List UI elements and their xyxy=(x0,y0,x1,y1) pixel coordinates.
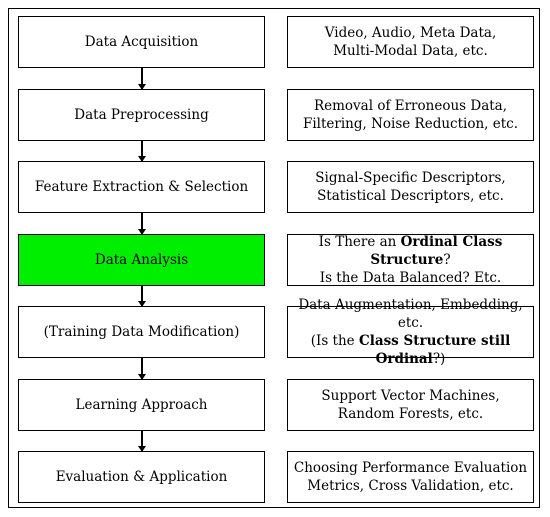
step-label: Data Analysis xyxy=(94,252,189,268)
description-text: Metrics, Cross Validation, etc. xyxy=(307,478,514,494)
description-text: Signal-Specific Descriptors, xyxy=(315,170,506,186)
description-box-3: Signal-Specific Descriptors, Statistical … xyxy=(287,161,534,213)
description-line: Is the Data Balanced? Etc. xyxy=(320,269,501,287)
description-text: (Is the xyxy=(310,333,359,349)
emphasis-text: Class Structure still Ordinal xyxy=(358,333,511,367)
description-line: Is There an Ordinal Class Structure? xyxy=(288,233,533,269)
description-text: ?) xyxy=(432,351,446,367)
description-text: Data Augmentation, Embedding, etc. xyxy=(298,297,523,331)
flow-arrow xyxy=(138,68,146,90)
flow-arrow xyxy=(138,286,146,307)
step-box-3: Feature Extraction & Selection xyxy=(18,161,265,213)
step-box-1: Data Acquisition xyxy=(18,16,265,68)
description-line: Metrics, Cross Validation, etc. xyxy=(307,477,513,495)
step-label: Evaluation & Application xyxy=(55,469,228,485)
description-text: Support Vector Machines, xyxy=(321,388,500,404)
step-label: Data Preprocessing xyxy=(74,107,209,123)
step-box-4: Data Analysis xyxy=(18,234,265,286)
flow-arrow xyxy=(138,431,146,452)
description-text: Video, Audio, Meta Data, xyxy=(324,25,497,41)
emphasis-text: Ordinal Class Structure xyxy=(370,234,503,268)
step-box-2: Data Preprocessing xyxy=(18,89,265,141)
description-line: Video, Audio, Meta Data, xyxy=(325,24,497,42)
flow-arrow xyxy=(138,141,146,162)
step-box-6: Learning Approach xyxy=(18,379,265,431)
description-text: Multi-Modal Data, etc. xyxy=(333,43,488,59)
description-line: Removal of Erroneous Data, xyxy=(314,97,507,115)
description-text: Choosing Performance Evaluation xyxy=(293,460,528,476)
description-box-2: Removal of Erroneous Data, Filtering, Noi… xyxy=(287,89,534,141)
description-line: Choosing Performance Evaluation xyxy=(294,459,527,477)
description-line: Support Vector Machines, xyxy=(321,387,499,405)
description-line: Multi-Modal Data, etc. xyxy=(333,42,488,60)
step-label: Data Acquisition xyxy=(84,34,199,50)
description-line: Filtering, Noise Reduction, etc. xyxy=(303,115,518,133)
step-label: Learning Approach xyxy=(75,397,208,413)
description-box-6: Support Vector Machines, Random Forests, … xyxy=(287,379,534,431)
description-text: Statistical Descriptors, etc. xyxy=(317,188,504,204)
description-box-5: Data Augmentation, Embedding, etc.(Is th… xyxy=(287,297,534,367)
description-line: Signal-Specific Descriptors, xyxy=(315,169,505,187)
flow-arrow xyxy=(138,213,146,235)
description-box-1: Video, Audio, Meta Data, Multi-Modal Data… xyxy=(287,16,534,68)
step-box-5: (Training Data Modification) xyxy=(18,306,265,358)
description-text: Is There an xyxy=(318,234,401,250)
step-label: Feature Extraction & Selection xyxy=(34,179,249,195)
description-text: Filtering, Noise Reduction, etc. xyxy=(302,116,519,132)
description-box-4: Is There an Ordinal Class Structure?Is t… xyxy=(287,234,534,286)
diagram-frame xyxy=(8,8,540,508)
description-text: ? xyxy=(443,252,451,268)
description-line: Random Forests, etc. xyxy=(338,405,483,423)
description-text: Random Forests, etc. xyxy=(337,406,484,422)
description-line: Data Augmentation, Embedding, etc. xyxy=(288,296,533,332)
description-line: (Is the Class Structure still Ordinal?) xyxy=(288,332,533,368)
description-line: Statistical Descriptors, etc. xyxy=(317,187,504,205)
flow-arrow xyxy=(138,358,146,380)
description-text: Is the Data Balanced? Etc. xyxy=(319,270,502,286)
step-box-7: Evaluation & Application xyxy=(18,451,265,503)
description-text: Removal of Erroneous Data, xyxy=(313,98,508,114)
step-label: (Training Data Modification) xyxy=(43,324,240,340)
